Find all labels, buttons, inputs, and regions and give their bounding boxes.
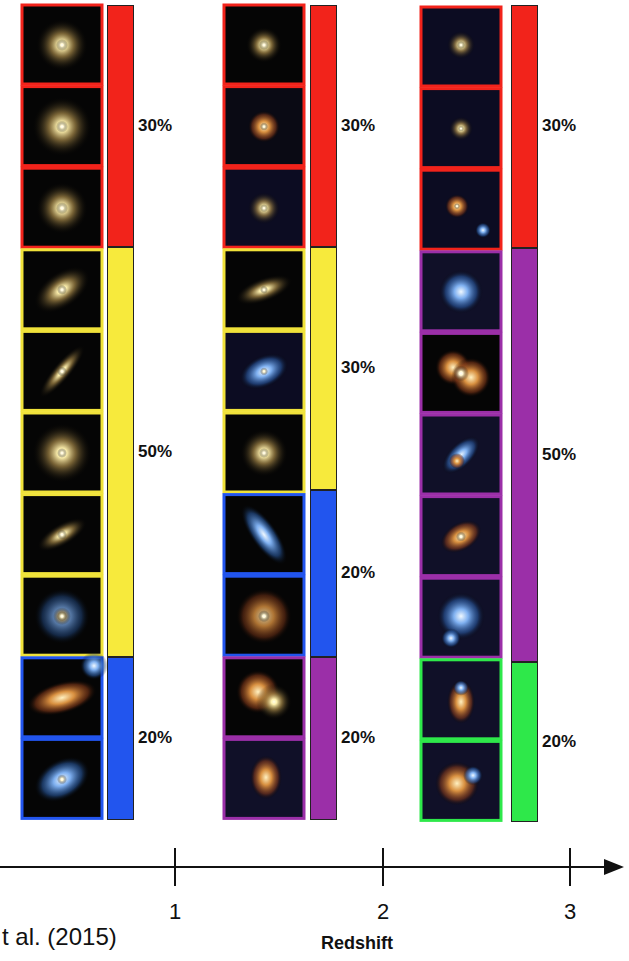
axis-title: Redshift bbox=[321, 934, 393, 954]
percentage-label: 30% bbox=[138, 117, 172, 136]
color-bar bbox=[511, 248, 538, 662]
color-bar bbox=[511, 662, 538, 822]
percentage-label: 30% bbox=[341, 359, 375, 378]
percentage-label: 20% bbox=[341, 564, 375, 583]
axis-tick-label: 1 bbox=[169, 900, 181, 924]
color-bar bbox=[310, 657, 337, 820]
citation: t al. (2015) bbox=[2, 924, 117, 950]
axis-tick-label: 2 bbox=[377, 900, 389, 924]
percentage-label: 50% bbox=[138, 443, 172, 462]
fraction-bar: 20% bbox=[310, 657, 377, 820]
axis-tick bbox=[569, 848, 571, 886]
axis-tick bbox=[382, 848, 384, 886]
fraction-bar: 20% bbox=[511, 662, 578, 822]
axis-tick bbox=[174, 848, 176, 886]
color-bar bbox=[310, 247, 337, 490]
percentage-label: 50% bbox=[542, 446, 576, 465]
fraction-bar: 20% bbox=[310, 490, 377, 657]
fraction-bar: 50% bbox=[511, 248, 578, 662]
fraction-bar: 30% bbox=[310, 5, 377, 247]
fraction-bar: 50% bbox=[107, 247, 174, 657]
percentage-label: 20% bbox=[542, 733, 576, 752]
axis-arrowhead bbox=[604, 859, 624, 875]
fraction-bar: 30% bbox=[511, 5, 578, 248]
fraction-bar: 30% bbox=[107, 5, 174, 247]
percentage-label: 30% bbox=[341, 117, 375, 136]
color-bar bbox=[310, 5, 337, 247]
percentage-label: 20% bbox=[138, 729, 172, 748]
percentage-label: 30% bbox=[542, 117, 576, 136]
color-bar bbox=[511, 5, 538, 248]
fraction-bar: 20% bbox=[107, 657, 174, 820]
color-bar bbox=[107, 5, 134, 247]
color-bar bbox=[310, 490, 337, 657]
axis-tick-label: 3 bbox=[564, 900, 576, 924]
axis-line bbox=[0, 866, 612, 868]
percentage-label: 20% bbox=[341, 729, 375, 748]
color-bar bbox=[107, 657, 134, 820]
color-bar bbox=[107, 247, 134, 657]
fraction-bar: 30% bbox=[310, 247, 377, 490]
